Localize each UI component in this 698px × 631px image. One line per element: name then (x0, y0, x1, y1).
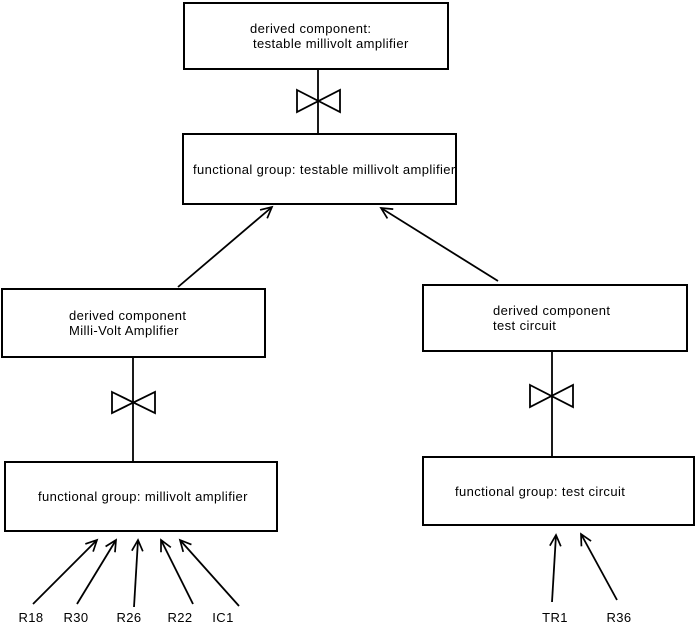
bowtie-icon-top (296, 88, 341, 114)
node-text: derived component (493, 303, 611, 318)
node-functional-group-mv-amplifier: functional group: millivolt amplifier (4, 461, 278, 532)
component-label-r18: R18 (18, 610, 44, 625)
component-label-tr1: TR1 (542, 610, 568, 625)
node-text: test circuit (493, 318, 557, 333)
node-text: functional group: testable millivolt amp… (193, 161, 456, 177)
node-text: functional group: test circuit (455, 483, 626, 499)
bowtie-icon-left (111, 390, 156, 415)
component-label-r22: R22 (167, 610, 193, 625)
arrow-r30 (76, 538, 117, 605)
component-label-r30: R30 (63, 610, 89, 625)
node-derived-test-circuit: derived component test circuit (422, 284, 688, 352)
node-derived-milli-volt-amplifier: derived component Milli-Volt Amplifier (1, 288, 266, 358)
bowtie-icon-right (529, 383, 574, 409)
arrow-tr1 (549, 533, 562, 603)
arrow-left-derived-to-fg (177, 205, 274, 288)
node-functional-group-test-circuit: functional group: test circuit (422, 456, 695, 526)
arrow-r36 (580, 532, 618, 601)
arrow-right-derived-to-fg (379, 206, 499, 282)
arrow-r26 (131, 538, 144, 608)
node-functional-group-testable-mv-amplifier: functional group: testable millivolt amp… (182, 133, 457, 205)
node-derived-testable-mv-amplifier: derived component: testable millivolt am… (183, 2, 449, 70)
arrow-r18 (32, 538, 99, 605)
component-label-ic1: IC1 (212, 610, 234, 625)
node-text: derived component: (250, 21, 372, 36)
node-text: Milli-Volt Amplifier (69, 323, 179, 338)
arrow-r22 (160, 538, 194, 605)
component-label-r36: R36 (606, 610, 632, 625)
node-text: testable millivolt amplifier (253, 36, 409, 51)
node-text: derived component (69, 308, 187, 323)
arrow-ic1 (178, 538, 240, 607)
node-text: functional group: millivolt amplifier (38, 489, 248, 504)
component-label-r26: R26 (116, 610, 142, 625)
